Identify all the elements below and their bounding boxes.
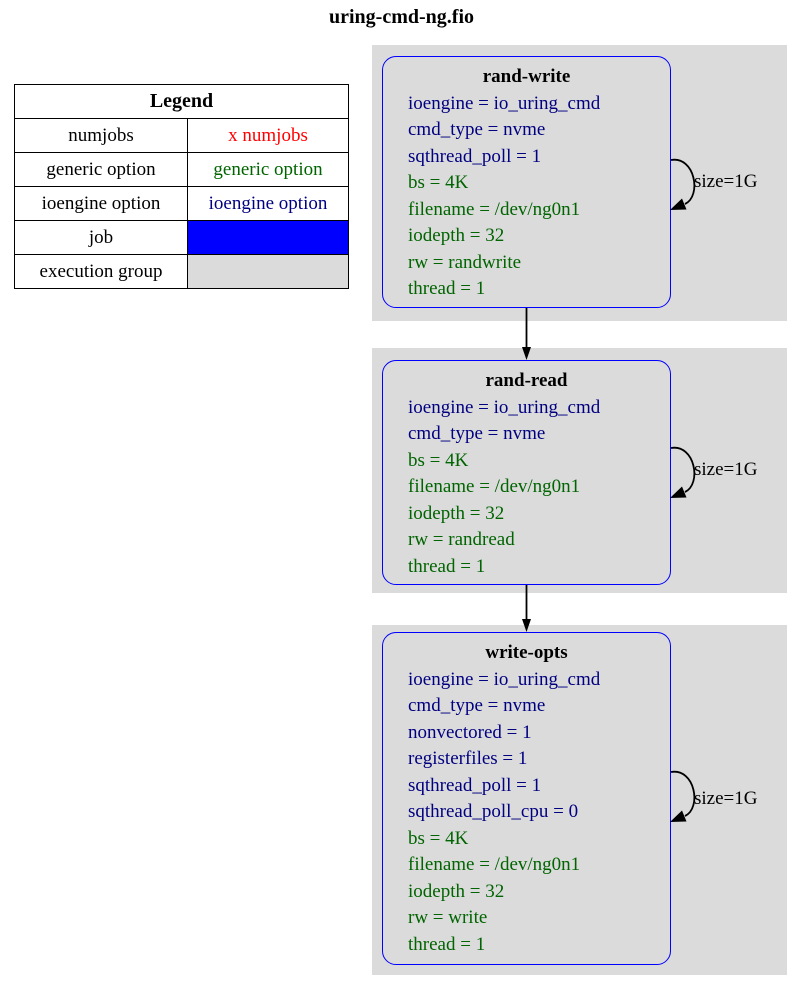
option-line: sqthread_poll_cpu = 0 bbox=[408, 801, 579, 822]
option-line: bs = 4K bbox=[408, 827, 469, 849]
legend-row-numjobs: numjobs x numjobs bbox=[14, 118, 349, 153]
option-line: ioengine = io_uring_cmd bbox=[408, 668, 601, 690]
legend-key-ioengine-option: ioengine option bbox=[14, 186, 188, 221]
option-line: filename = /dev/ng0n1 bbox=[408, 198, 581, 220]
option-line: iodepth = 32 bbox=[408, 880, 505, 902]
option-line: registerfiles = 1 bbox=[408, 748, 528, 769]
self-loop-arrow bbox=[670, 447, 696, 498]
legend-sample-numjobs: x numjobs bbox=[187, 118, 349, 153]
graph-title: uring-cmd-ng.fio bbox=[329, 6, 474, 28]
self-loop-arrow bbox=[670, 159, 696, 210]
option-line: iodepth = 32 bbox=[408, 225, 505, 246]
option-line: ioengine = io_uring_cmd bbox=[408, 396, 601, 418]
legend-header: Legend bbox=[14, 84, 349, 119]
option-line: bs = 4K bbox=[408, 449, 469, 471]
legend-sample-generic-option: generic option bbox=[187, 152, 349, 187]
option-line: cmd_type = nvme bbox=[408, 119, 546, 140]
option-line: rw = randwrite bbox=[408, 251, 522, 273]
self-loop-label: size=1G bbox=[694, 459, 758, 480]
legend-row-execution-group: execution group bbox=[14, 254, 349, 289]
edge-arrow-randwrite-to-randread bbox=[522, 308, 531, 360]
option-line: cmd_type = nvme bbox=[408, 423, 546, 444]
option-line: thread = 1 bbox=[408, 933, 486, 955]
execution-group-rand-write: rand-write ioengine = io_uring_cmd cmd_t… bbox=[372, 45, 787, 321]
legend-key-generic-option: generic option bbox=[14, 152, 188, 187]
job-node-rand-read: rand-read ioengine = io_uring_cmd cmd_ty… bbox=[382, 360, 671, 585]
legend-key-execution-group: execution group bbox=[14, 254, 188, 289]
legend-key-job: job bbox=[14, 220, 188, 255]
option-line: filename = /dev/ng0n1 bbox=[408, 476, 581, 497]
execution-group-rand-read: rand-read ioengine = io_uring_cmd cmd_ty… bbox=[372, 348, 787, 593]
job-node-rand-write: rand-write ioengine = io_uring_cmd cmd_t… bbox=[382, 56, 671, 308]
legend-row-ioengine-option: ioengine option ioengine option bbox=[14, 186, 349, 221]
self-loop-arrow bbox=[670, 771, 696, 822]
option-line: nonvectored = 1 bbox=[408, 721, 532, 743]
job-title: rand-write bbox=[482, 66, 571, 87]
option-line: bs = 4K bbox=[408, 172, 469, 193]
legend-sample-ioengine-option: ioengine option bbox=[187, 186, 349, 221]
legend-swatch-job bbox=[187, 220, 349, 255]
self-loop-label: size=1G bbox=[694, 788, 758, 809]
job-title: rand-read bbox=[485, 370, 568, 391]
execution-group-write-opts: write-opts ioengine = io_uring_cmd cmd_t… bbox=[372, 625, 787, 975]
option-line: rw = randread bbox=[408, 529, 515, 550]
edge-arrow-randread-to-writeopts bbox=[522, 585, 531, 632]
self-loop-label: size=1G bbox=[694, 171, 758, 192]
option-line: sqthread_poll = 1 bbox=[408, 145, 542, 167]
legend-swatch-execution-group bbox=[187, 254, 349, 289]
option-line: iodepth = 32 bbox=[408, 502, 505, 524]
option-line: ioengine = io_uring_cmd bbox=[408, 92, 601, 114]
legend-table: Legend numjobs x numjobs generic option … bbox=[14, 84, 349, 289]
option-line: thread = 1 bbox=[408, 555, 486, 577]
job-title: write-opts bbox=[485, 642, 568, 663]
legend-row-job: job bbox=[14, 220, 349, 255]
legend-key-numjobs: numjobs bbox=[14, 118, 188, 153]
option-line: filename = /dev/ng0n1 bbox=[408, 854, 581, 875]
job-node-write-opts: write-opts ioengine = io_uring_cmd cmd_t… bbox=[382, 632, 671, 965]
legend-header-row: Legend bbox=[14, 84, 349, 119]
option-line: sqthread_poll = 1 bbox=[408, 774, 542, 796]
option-line: rw = write bbox=[408, 907, 488, 928]
option-line: thread = 1 bbox=[408, 278, 486, 299]
option-line: cmd_type = nvme bbox=[408, 695, 546, 716]
legend-row-generic-option: generic option generic option bbox=[14, 152, 349, 187]
